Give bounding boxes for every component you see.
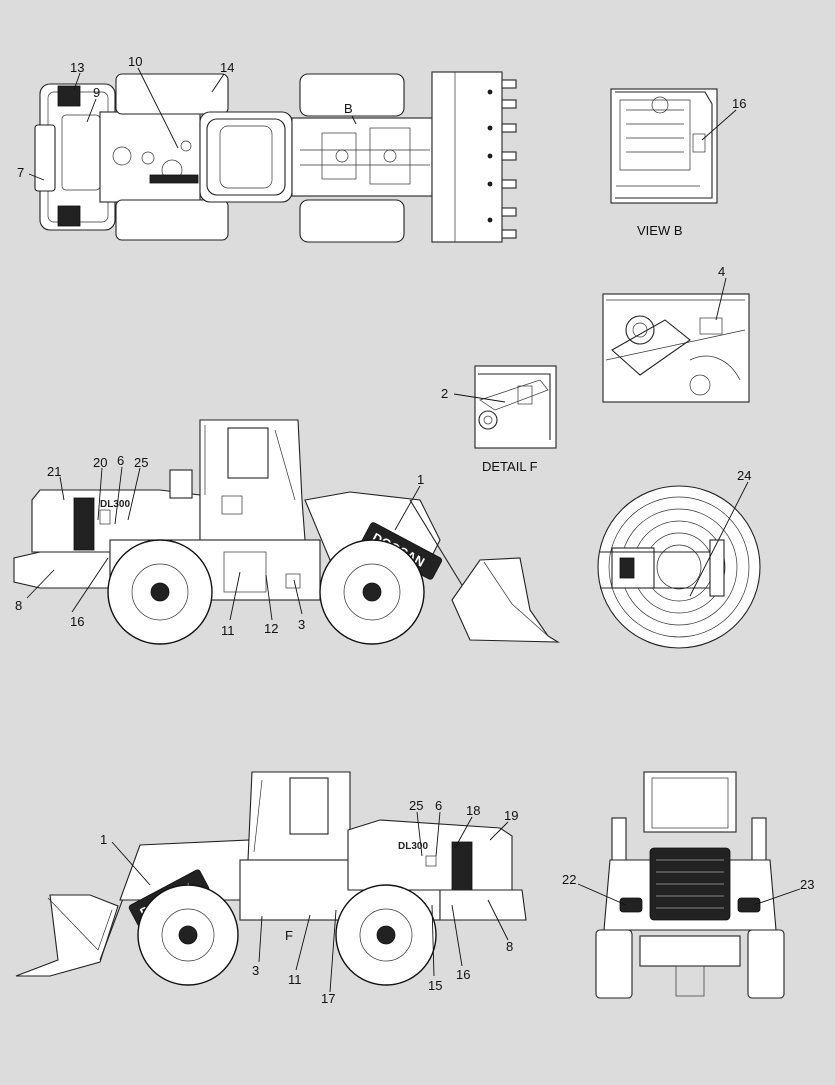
callout-1-right: 1 (100, 832, 107, 847)
detail-f-marker: F (285, 928, 293, 943)
callout-4: 4 (718, 264, 725, 279)
callout-23: 23 (800, 877, 814, 892)
callout-21: 21 (47, 464, 61, 479)
callout-8-right: 8 (506, 939, 513, 954)
callout-2: 2 (441, 386, 448, 401)
detail-f: 2 DETAIL F (441, 365, 557, 474)
callout-6: 6 (117, 453, 124, 468)
rear-view: 22 23 (562, 771, 814, 999)
callout-15: 15 (428, 978, 442, 993)
callout-24: 24 (737, 468, 751, 483)
view-b-marker: B (344, 101, 353, 116)
callout-19: 19 (504, 808, 518, 823)
callout-18: 18 (466, 803, 480, 818)
callout-3: 3 (298, 617, 305, 632)
callout-10: 10 (128, 54, 142, 69)
callout-12: 12 (264, 621, 278, 636)
detail-f-caption: DETAIL F (482, 459, 538, 474)
callout-11: 11 (221, 623, 235, 638)
callout-11-right: 11 (288, 972, 302, 987)
callout-13: 13 (70, 60, 84, 75)
callout-16: 16 (70, 614, 84, 629)
callout-17: 17 (321, 991, 335, 1006)
view-b-detail: 16 VIEW B (610, 88, 746, 238)
callout-8: 8 (15, 598, 22, 613)
right-side-view: DOOSAN DL300 F 25 6 18 19 1 8 (15, 771, 527, 1006)
model-decal-left: DL300 (100, 499, 130, 510)
fan-detail: 24 (597, 468, 761, 649)
view-b-caption: VIEW B (637, 223, 683, 238)
callout-14: 14 (220, 60, 234, 75)
callout-7: 7 (17, 165, 24, 180)
detail-4: 4 (602, 264, 750, 403)
callout-1: 1 (417, 472, 424, 487)
callout-25-right: 25 (409, 798, 423, 813)
callout-3-right: 3 (252, 963, 259, 978)
callout-16-view-b: 16 (732, 96, 746, 111)
callout-6-right: 6 (435, 798, 442, 813)
model-decal-right: DL300 (398, 841, 428, 852)
callout-22: 22 (562, 872, 576, 887)
callout-25: 25 (134, 455, 148, 470)
top-view: 13 10 14 9 7 B (17, 54, 517, 243)
callout-9: 9 (93, 85, 100, 100)
left-side-view: DL300 DOOSAN 21 20 6 (13, 419, 561, 645)
callout-16-right: 16 (456, 967, 470, 982)
callout-20: 20 (93, 455, 107, 470)
